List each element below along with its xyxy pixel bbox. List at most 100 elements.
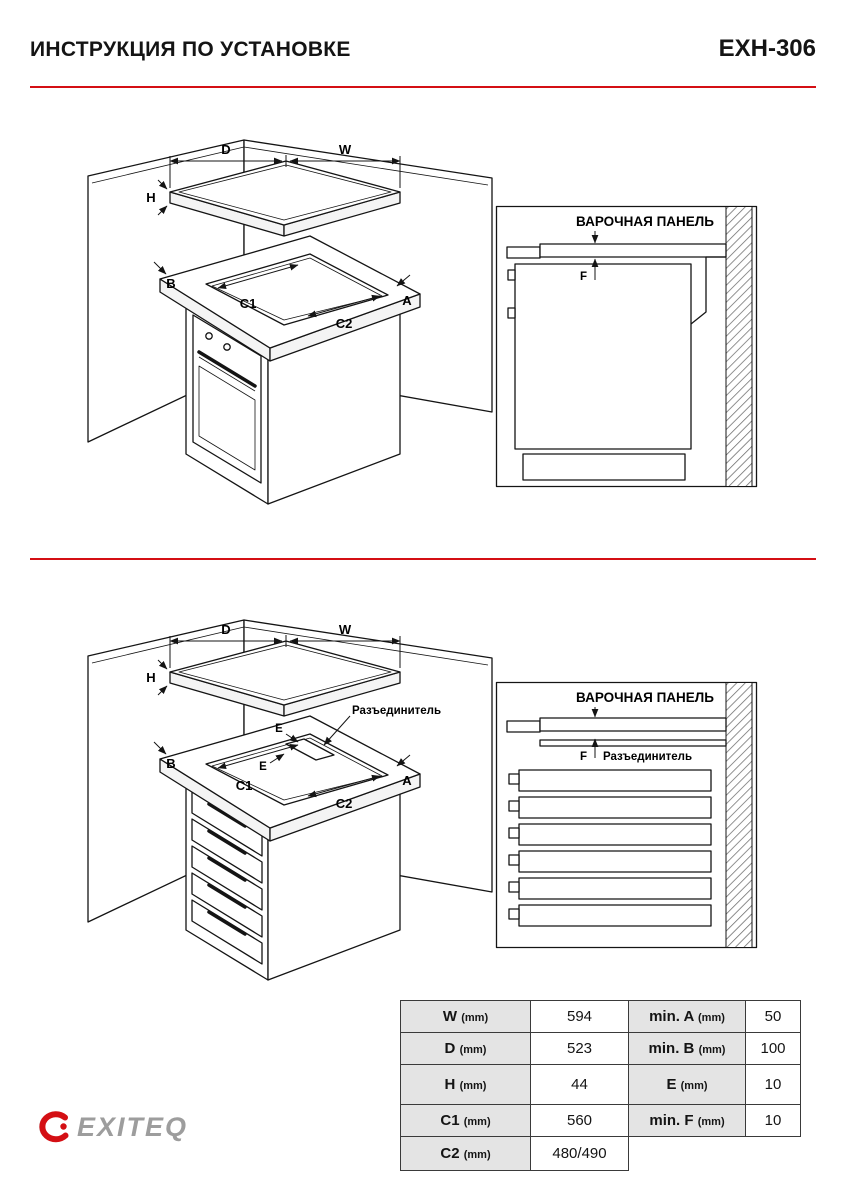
dim-label-h: H [146,190,155,205]
dim-label-b: B [166,276,175,291]
table-row: D (mm) 523 min. B (mm) 100 [400,1032,801,1065]
dim-name: H [444,1076,456,1093]
counter-section [506,246,541,259]
cooktop-section [539,717,727,732]
iso-diagram-oven: D W H B A C1 C2 [87,139,493,505]
oven-hinge [507,307,516,319]
dim-label-d: D [221,622,230,637]
drawer-handle-side [508,800,520,812]
dim-name: min. F [649,1112,694,1129]
drawer-section [518,796,712,819]
oven-body [514,263,692,450]
drawer-section [518,850,712,873]
dim-name: C2 [440,1145,460,1162]
oven-window [198,365,256,471]
dim-line-c1 [217,263,299,290]
separator-label: Разъединитель [603,751,692,763]
dim-name: D [444,1040,456,1057]
dim-label-min-a-cell: min. A (mm) [628,1000,746,1033]
wall-edge [91,146,489,186]
drawer-section [518,823,712,846]
dim-name: min. B [648,1040,695,1057]
dim-label-d: D [221,142,230,157]
dim-label-w: W [339,142,352,157]
logo-text: EXITEQ [77,1111,189,1142]
side-view-drawers: ВАРОЧНАЯ ПАНЕЛЬ F Разъединитель [495,681,758,949]
dim-unit: (mm) [680,1080,708,1092]
dim-name: min. A [649,1008,694,1025]
dim-value-h: 44 [530,1064,629,1105]
counter-section [506,720,541,733]
dim-label-c1: C1 [236,778,253,793]
drawer-section [518,904,712,927]
dim-arrow-a [396,274,411,287]
dim-name: W [442,1008,458,1025]
drawer-handle-side [508,881,520,893]
dim-arrow-h [157,685,168,696]
model-number: EXH-306 [718,35,816,62]
drawer-handle-side [508,773,520,785]
oven-hinge [507,269,516,281]
dim-unit: (mm) [698,1012,725,1024]
table-row: H (mm) 44 E (mm) 10 [400,1064,801,1105]
dim-unit: (mm) [463,1116,491,1128]
dim-label-c1: C1 [240,296,257,311]
dim-name: E [666,1076,677,1093]
dim-label-w-cell: W (mm) [400,1000,531,1033]
hatch-wall [725,682,753,948]
dim-label-f: F [580,751,587,763]
dim-unit: (mm) [463,1149,491,1161]
dim-value-c1: 560 [530,1104,629,1137]
exiteq-logo: EXITEQ [34,1110,188,1144]
table-row: W (mm) 594 min. A (mm) 50 [400,1000,801,1033]
cooktop-section [539,243,727,258]
side-view-oven: ВАРОЧНАЯ ПАНЕЛЬ F [495,205,758,488]
drawer-handle-side [508,908,520,920]
oven-handle-shadow [198,356,256,392]
dim-label-h-cell: H (mm) [400,1064,531,1105]
dim-arrow-h [157,205,168,216]
dim-label-h: H [146,670,155,685]
dim-label-c2: C2 [336,796,353,811]
dim-arrow-e [285,733,299,743]
dim-label-min-b-cell: min. B (mm) [628,1032,746,1065]
dim-value-min-f: 10 [745,1104,801,1137]
dim-value-e: 10 [745,1064,801,1105]
dimensions-table: W (mm) 594 min. A (mm) 50 D (mm) 523 min… [400,1000,801,1171]
dim-value-min-b: 100 [745,1032,801,1065]
wall-edge [91,626,489,666]
dim-label-c1-cell: C1 (mm) [400,1104,531,1137]
dim-label-w: W [339,622,352,637]
oven-knob [223,343,231,351]
hob-panel-label: ВАРОЧНАЯ ПАНЕЛЬ [576,214,714,229]
drawer-section [518,769,712,792]
dim-label-d-cell: D (mm) [400,1032,531,1065]
iso-diagram-drawers: D W H B A C1 C2 Разъединитель E E [87,619,493,981]
dim-arrow-h [157,179,168,190]
dim-value-d: 523 [530,1032,629,1065]
dim-label-f: F [580,271,587,283]
dim-arrow-b [153,261,167,275]
dim-unit: (mm) [459,1080,487,1092]
drawer-handle [207,802,247,828]
separator-leader [323,715,351,746]
dim-value-c2: 480/490 [530,1136,629,1171]
cooktop-top [169,160,401,226]
dim-unit: (mm) [698,1044,726,1056]
dim-unit: (mm) [697,1116,725,1128]
dim-label-a: A [402,773,412,788]
dim-unit: (mm) [459,1044,487,1056]
dim-line-c1 [217,743,299,770]
dim-label-e: E [275,723,283,735]
dim-label-e-cell: E (mm) [628,1064,746,1105]
table-row: C2 (mm) 480/490 [400,1136,801,1171]
dim-name: C1 [440,1112,460,1129]
oven-knob [205,332,213,340]
dim-arrow-e [269,753,285,764]
separator-board [539,739,727,747]
dim-label-e: E [259,761,267,773]
dim-unit: (mm) [461,1012,489,1024]
dim-label-c2: C2 [336,316,353,331]
dim-value-min-a: 50 [745,1000,801,1033]
